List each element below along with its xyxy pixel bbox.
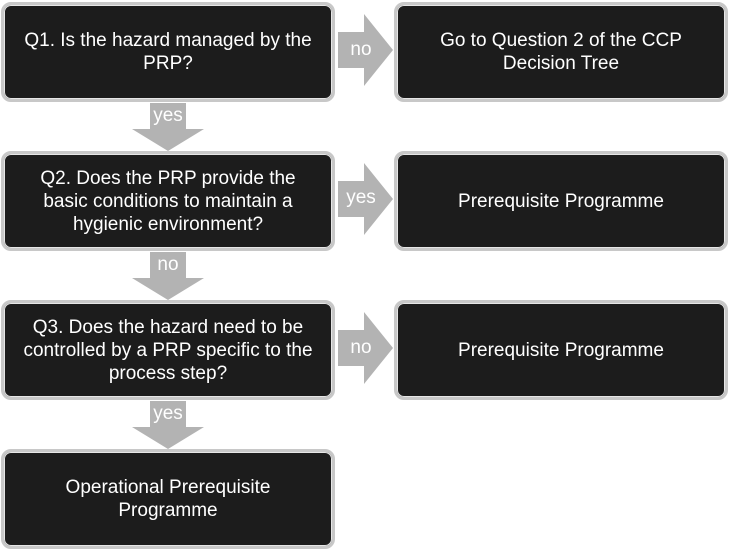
arrow-down-icon [132, 252, 204, 300]
arrow-label: yes [346, 187, 376, 208]
outcome-1-text: Go to Question 2 of the CCP Decision Tre… [440, 30, 682, 74]
final-outcome-text: Operational Prerequisite Programme [65, 477, 271, 521]
question-3-box: Q3. Does the hazard need to be controlle… [1, 300, 335, 400]
arrow-down-icon [132, 103, 204, 151]
outcome-2-text: Prerequisite Programme [458, 190, 664, 212]
outcome-2-box: Prerequisite Programme [394, 151, 728, 251]
arrow-label: no [350, 39, 372, 60]
outcome-3-text: Prerequisite Programme [458, 339, 664, 361]
arrow-down-icon [132, 401, 204, 449]
outcome-1-box: Go to Question 2 of the CCP Decision Tre… [394, 2, 728, 102]
arrow-down-q2: no [132, 252, 204, 300]
arrow-right-icon [338, 163, 393, 235]
question-2-text: Q2. Does the PRP provide the basic condi… [40, 167, 296, 235]
outcome-3-box: Prerequisite Programme [394, 300, 728, 400]
arrow-right-q1: no [338, 14, 393, 86]
arrow-down-q1: yes [132, 103, 204, 151]
arrow-down-q3: yes [132, 401, 204, 449]
final-outcome-box: Operational Prerequisite Programme [1, 449, 335, 549]
question-1-box: Q1. Is the hazard managed by the PRP? [1, 2, 335, 102]
question-3-text: Q3. Does the hazard need to be controlle… [23, 316, 313, 384]
arrow-right-icon [338, 312, 393, 384]
arrow-label: yes [153, 105, 183, 126]
arrow-label: yes [153, 403, 183, 424]
arrow-right-q2: yes [338, 163, 393, 235]
arrow-label: no [350, 337, 372, 358]
question-2-box: Q2. Does the PRP provide the basic condi… [1, 151, 335, 251]
arrow-right-q3: no [338, 312, 393, 384]
arrow-label: no [157, 254, 179, 275]
question-1-text: Q1. Is the hazard managed by the PRP? [24, 30, 312, 74]
arrow-right-icon [338, 14, 393, 86]
